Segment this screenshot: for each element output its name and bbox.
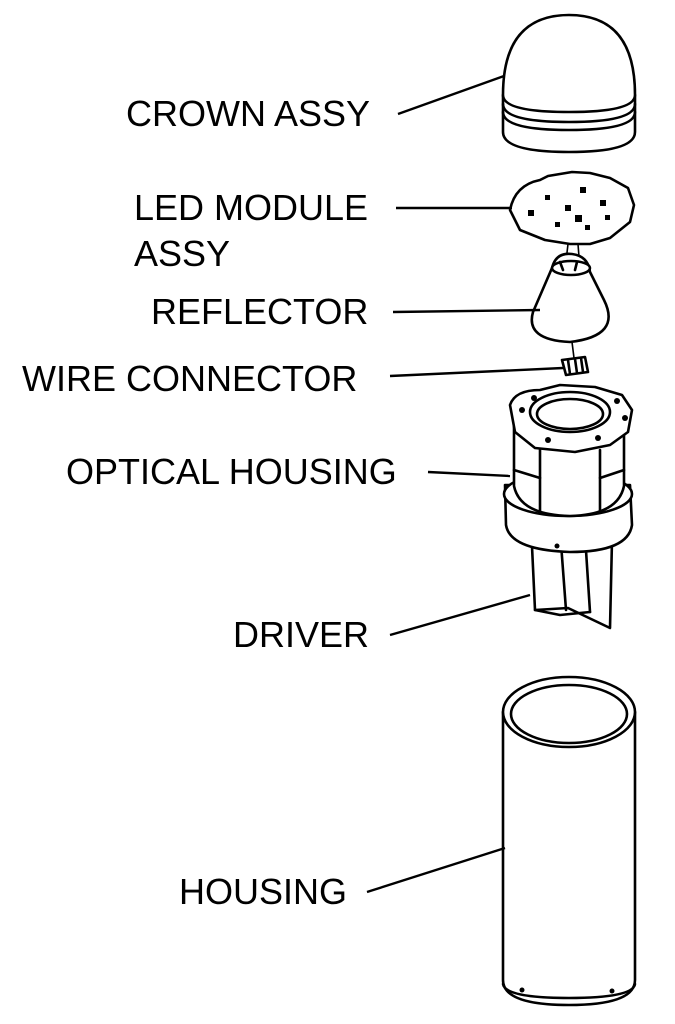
optical-housing-part	[502, 383, 634, 630]
label-driver: DRIVER	[233, 614, 370, 655]
leader-housing	[366, 846, 506, 894]
wire-connector-part	[560, 341, 590, 377]
housing-part	[501, 675, 637, 1007]
leader-driver	[389, 593, 531, 637]
leader-wire	[389, 366, 564, 378]
label-optical-housing: OPTICAL HOUSING	[66, 451, 397, 492]
label-crown-assy: CROWN ASSY	[126, 93, 371, 134]
leader-optical	[427, 470, 511, 478]
label-reflector: REFLECTOR	[151, 291, 369, 332]
label-housing: HOUSING	[179, 871, 348, 912]
label-led-module-line2: ASSY	[134, 233, 231, 274]
led-module-part	[508, 170, 636, 271]
leader-reflector	[392, 308, 541, 314]
label-led-module-line1: LED MODULE	[134, 187, 369, 228]
reflector-part	[530, 252, 610, 344]
leader-crown	[397, 74, 505, 116]
leader-lines	[366, 74, 564, 894]
label-wire-connector: WIRE CONNECTOR	[22, 358, 358, 399]
crown-assy-part	[501, 13, 637, 154]
